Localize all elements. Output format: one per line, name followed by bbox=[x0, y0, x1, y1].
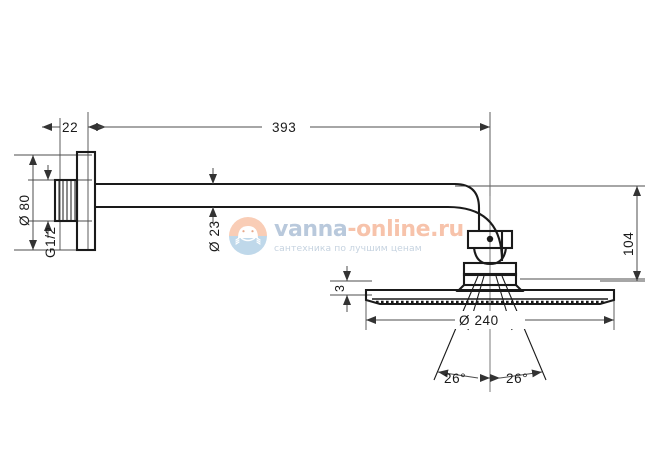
wall-flange-group bbox=[53, 150, 97, 252]
dimension-104-label: 104 bbox=[621, 232, 636, 256]
dimension-angle-right-26: 26° bbox=[490, 369, 543, 386]
dimension-diameter-23: Ø 23 bbox=[207, 168, 222, 252]
dimension-thread-g12-label: G1/2 bbox=[43, 226, 58, 258]
shower-head-plate-group bbox=[364, 288, 616, 306]
dimension-diameter-23-label: Ø 23 bbox=[207, 220, 222, 252]
dimension-diameter-80-label: Ø 80 bbox=[17, 194, 32, 226]
dimension-head-thickness-3: 3 bbox=[333, 266, 351, 312]
dimension-diameter-80: Ø 80 bbox=[17, 155, 37, 250]
dimension-diameter-240-label: Ø 240 bbox=[459, 313, 499, 328]
dimension-thread-g12: G1/2 bbox=[43, 165, 58, 258]
pivot-center-dot bbox=[486, 235, 494, 243]
dimension-393-label: 393 bbox=[272, 120, 296, 135]
dimension-angle-right-26-label: 26° bbox=[506, 371, 528, 386]
dimension-angle-left-26: 26° bbox=[437, 369, 490, 386]
dimension-22-label: 22 bbox=[62, 120, 78, 135]
dimension-104: 104 bbox=[621, 186, 641, 281]
dimension-head-thickness-3-label: 3 bbox=[333, 285, 347, 292]
dimension-angle-left-26-label: 26° bbox=[444, 371, 466, 386]
dimension-393: 393 bbox=[88, 119, 490, 135]
thread-hatching bbox=[58, 181, 76, 220]
dimension-diameter-240: Ø 240 bbox=[366, 311, 614, 329]
